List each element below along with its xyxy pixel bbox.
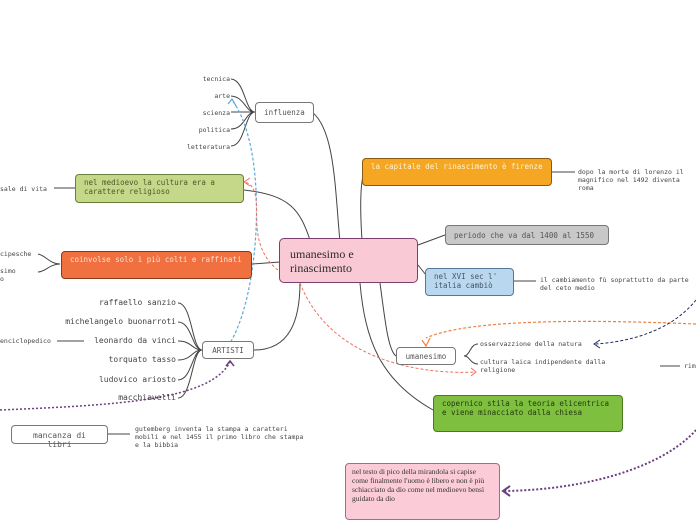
- copernico-label: copernico stila la teoria elicentrica e …: [442, 399, 610, 417]
- artist-item: michelangelo buonarroti: [65, 317, 176, 326]
- pico-node[interactable]: nel testo di pico della mirandola si cap…: [345, 463, 500, 520]
- influenza-item: politica: [198, 126, 230, 134]
- link-medioevo: [243, 189, 311, 241]
- influenza-node[interactable]: influenza: [255, 102, 314, 123]
- xvi-node[interactable]: nel XVI sec l' italia cambiò: [425, 268, 514, 296]
- coinvolse-node[interactable]: coinvolse solo i più colti e raffinati: [61, 251, 252, 279]
- capitale-node[interactable]: la capitale del rinascimento è firenze: [362, 158, 552, 186]
- link-coinvolse: [251, 261, 281, 265]
- xvi-note: il cambiamento fù soprattutto da parte d…: [540, 276, 689, 292]
- arrowhead-orange-1: [243, 177, 251, 187]
- relation-orange-1: [244, 181, 279, 271]
- coinvolse-left-note: o: [0, 275, 4, 283]
- influenza-item: tecnica: [202, 75, 230, 83]
- link-artisti: [253, 281, 301, 351]
- arrowhead-navy: [593, 339, 601, 349]
- artist-item: ludovico ariosto: [98, 375, 176, 384]
- medioevo-label: nel medioevo la cultura era a carattere …: [84, 178, 215, 196]
- artisti-node[interactable]: ARTISTI: [202, 341, 254, 359]
- bracket-umanesimo: [463, 343, 479, 365]
- link-xvi: [417, 264, 427, 276]
- relation-purple-2: [503, 429, 696, 492]
- arrowhead-purple-1: [225, 359, 235, 367]
- relation-purple-1: [0, 361, 231, 411]
- medioevo-node[interactable]: nel medioevo la cultura era a carattere …: [75, 174, 244, 203]
- link-influenza: [311, 111, 341, 243]
- artist-item: macchiavelli: [118, 393, 176, 402]
- arrowhead-orange-3: [421, 337, 431, 348]
- medioevo-left-note: sale di vita: [0, 185, 47, 193]
- capitale-note: dopo la morte di lorenzo il magnifico ne…: [578, 168, 684, 192]
- mancanza-node[interactable]: mancanza di libri: [11, 425, 108, 449]
- arrowhead-blue: [227, 97, 237, 107]
- rim-note: rim: [684, 362, 696, 370]
- capitale-label: la capitale del rinascimento è firenze: [371, 162, 543, 171]
- relation-navy: [595, 299, 696, 345]
- gutemberg-note: gutemberg inventa la stampa a caratteri …: [135, 425, 304, 449]
- coinvolse-left-note: simo: [0, 267, 16, 275]
- periodo-label: periodo che va dal 1400 al 1550: [454, 231, 594, 240]
- umanesimo-node[interactable]: umanesimo: [396, 347, 456, 365]
- umanesimo-item: osservazzione della natura: [480, 340, 582, 348]
- influenza-item: arte: [214, 92, 230, 100]
- link-periodo: [417, 234, 446, 246]
- influenza-item: letteratura: [186, 143, 230, 151]
- coinvolse-left-note: cipesche: [0, 250, 32, 258]
- relation-blue: [227, 99, 258, 347]
- coinvolse-label: coinvolse solo i più colti e raffinati: [70, 255, 242, 264]
- influenza-item: scienza: [202, 109, 230, 117]
- copernico-node[interactable]: copernico stila la teoria elicentrica e …: [433, 395, 623, 432]
- artist-item: torquato tasso: [108, 355, 176, 364]
- root-label: umanesimo e rinascimento: [290, 247, 354, 275]
- artisti-label: ARTISTI: [212, 346, 244, 355]
- bracket-influenza: [230, 78, 256, 147]
- influenza-label: influenza: [264, 108, 305, 117]
- artist-item: leonardo da vinci: [94, 336, 176, 345]
- umanesimo-item: cultura laica indipendente dalla religio…: [480, 358, 606, 374]
- arrowhead-orange-2: [470, 367, 477, 377]
- artist-item: raffaello sanzio: [98, 298, 176, 307]
- arrowhead-purple-2: [501, 485, 511, 497]
- link-umanesimo: [379, 282, 397, 357]
- leonardo-left-note: enciclopedico: [0, 337, 51, 345]
- umanesimo-label: umanesimo: [405, 352, 447, 361]
- root-node[interactable]: umanesimo e rinascimento: [279, 238, 418, 283]
- link-coinvolse-left: [37, 253, 61, 273]
- xvi-label: nel XVI sec l' italia cambiò: [434, 272, 498, 290]
- pico-label: nel testo di pico della mirandola si cap…: [352, 467, 485, 503]
- link-copernico: [359, 282, 434, 411]
- bracket-artisti: [177, 302, 203, 399]
- relation-orange-2: [299, 282, 477, 373]
- periodo-node[interactable]: periodo che va dal 1400 al 1550: [445, 225, 609, 245]
- mancanza-label: mancanza di libri: [33, 431, 86, 449]
